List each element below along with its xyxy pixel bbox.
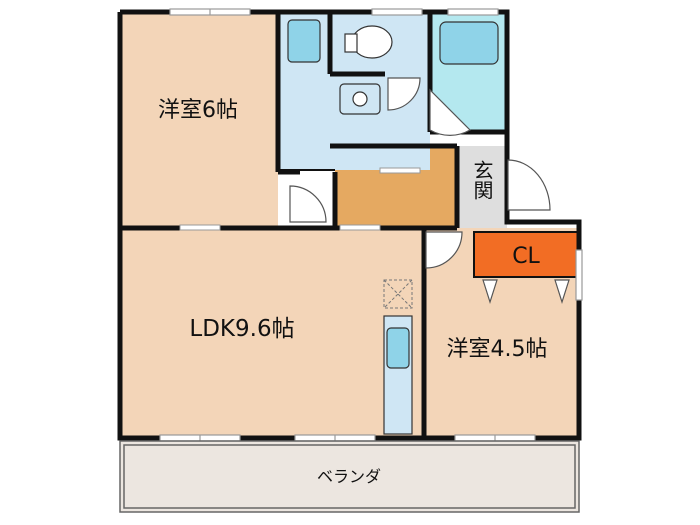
veranda-label: ベランダ <box>317 467 381 486</box>
toilet-tank <box>344 33 358 53</box>
entrance-floor <box>457 146 507 228</box>
sliding-doors <box>179 167 421 231</box>
closet-label: CL <box>512 244 540 269</box>
veranda-railing <box>119 440 580 513</box>
kitchen-counter <box>383 279 413 435</box>
veranda-floor <box>120 441 579 512</box>
western-room-6-label: 洋室6帖 <box>158 98 238 123</box>
western-room-6-floor <box>120 12 278 228</box>
bathtub <box>439 21 499 65</box>
doors <box>289 77 570 304</box>
ldk-floor <box>120 228 424 436</box>
western-room-45-label: 洋室4.5帖 <box>447 337 548 362</box>
closet-floor <box>474 232 578 277</box>
wash-basin <box>287 19 321 63</box>
windows <box>159 8 583 442</box>
entrance-label: 玄関 <box>470 160 494 200</box>
ldk-label: LDK9.6帖 <box>189 316 294 342</box>
washing-machine-drain <box>352 91 368 107</box>
range-hood <box>383 279 413 309</box>
toilet-bowl <box>351 25 393 59</box>
